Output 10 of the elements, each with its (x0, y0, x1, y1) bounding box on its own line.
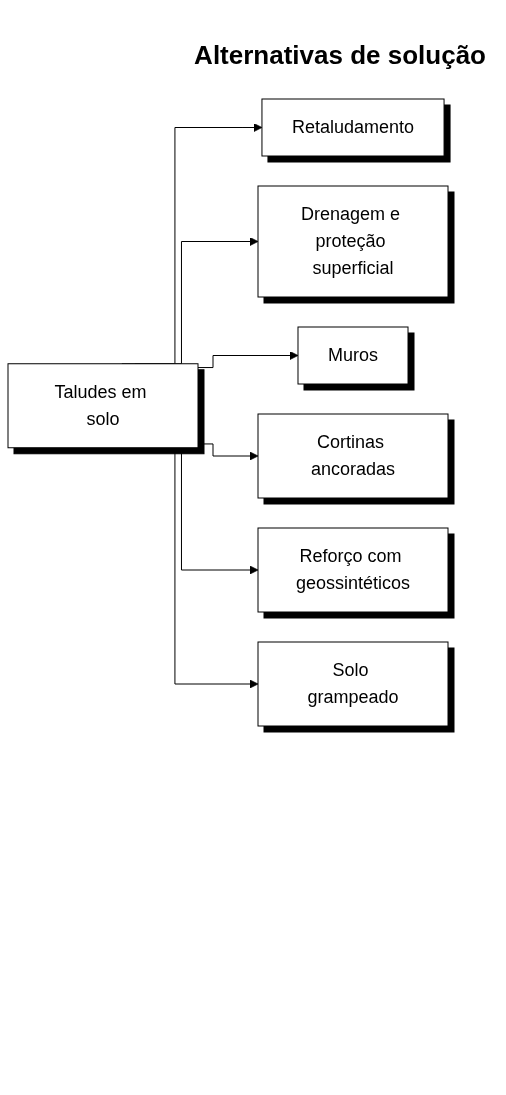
node-box: Retaludamento (261, 98, 445, 157)
title: Alternativas de solução (193, 40, 486, 72)
arrow (197, 443, 259, 461)
node-box: Cortinas ancoradas (257, 413, 449, 499)
arrow (197, 351, 299, 369)
node-box: Muros (297, 326, 409, 385)
node-box: Drenagem e proteção superficial (257, 185, 449, 298)
node-box: Solo grampeado (257, 641, 449, 727)
node-box: Reforço com geossintéticos (257, 527, 449, 613)
node-box: Taludes em solo (7, 363, 199, 449)
